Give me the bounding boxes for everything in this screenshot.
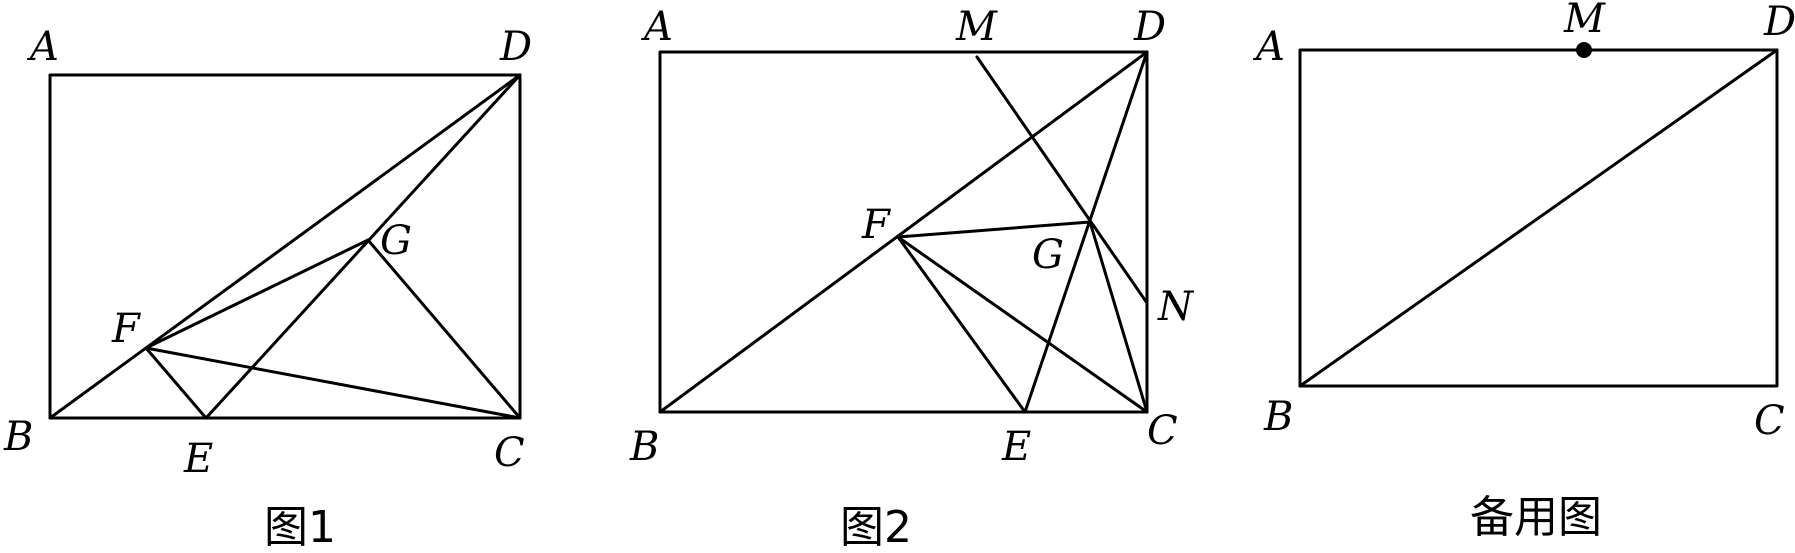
segment-ed [204,73,522,420]
label-c: C [1147,408,1178,454]
segment-fg [896,220,1092,239]
segment-fc [896,235,1149,414]
label-a: A [640,4,673,50]
label-d: D [1133,4,1166,50]
label-b: B [629,424,659,470]
label-a: A [1252,24,1285,70]
label-g: G [1032,232,1064,278]
label-b: B [1263,394,1293,440]
label-d: D [1763,0,1795,45]
segment-fe [896,235,1027,414]
rectangle-abcd [1298,48,1779,388]
label-e: E [183,436,213,482]
point-m-dot [1576,42,1592,58]
segment-ed [1023,50,1149,414]
segment-gc [1088,220,1149,414]
figure-1: A D B C E F G 图1 [3,24,532,553]
label-m: M [1563,0,1606,42]
caption-figure-1: 图1 [264,502,336,553]
figure-spare: A M D B C 备用图 [1252,0,1795,543]
label-d: D [499,24,532,70]
label-c: C [1754,398,1785,444]
caption-figure-2: 图2 [840,502,912,553]
segment-fc [144,346,522,420]
figure-2: A M D B C E F G N 图2 [629,4,1195,553]
label-a: A [26,24,59,70]
label-e: E [1001,424,1031,470]
caption-figure-spare: 备用图 [1470,492,1602,543]
segment-gc [366,238,522,420]
label-m: M [955,4,998,50]
label-f: F [861,202,891,248]
rectangle-abcd [48,73,522,420]
segment-bd [658,50,1149,414]
rectangle-abcd [658,50,1149,414]
segment-bd [1298,48,1779,388]
segment-fe [144,346,208,420]
label-f: F [111,306,141,352]
segment-fg [144,238,370,350]
label-c: C [494,430,525,476]
label-n: N [1157,284,1195,330]
segment-bd [48,73,522,420]
segment-mn [975,55,1149,305]
label-g: G [380,218,412,264]
label-b: B [3,414,33,460]
